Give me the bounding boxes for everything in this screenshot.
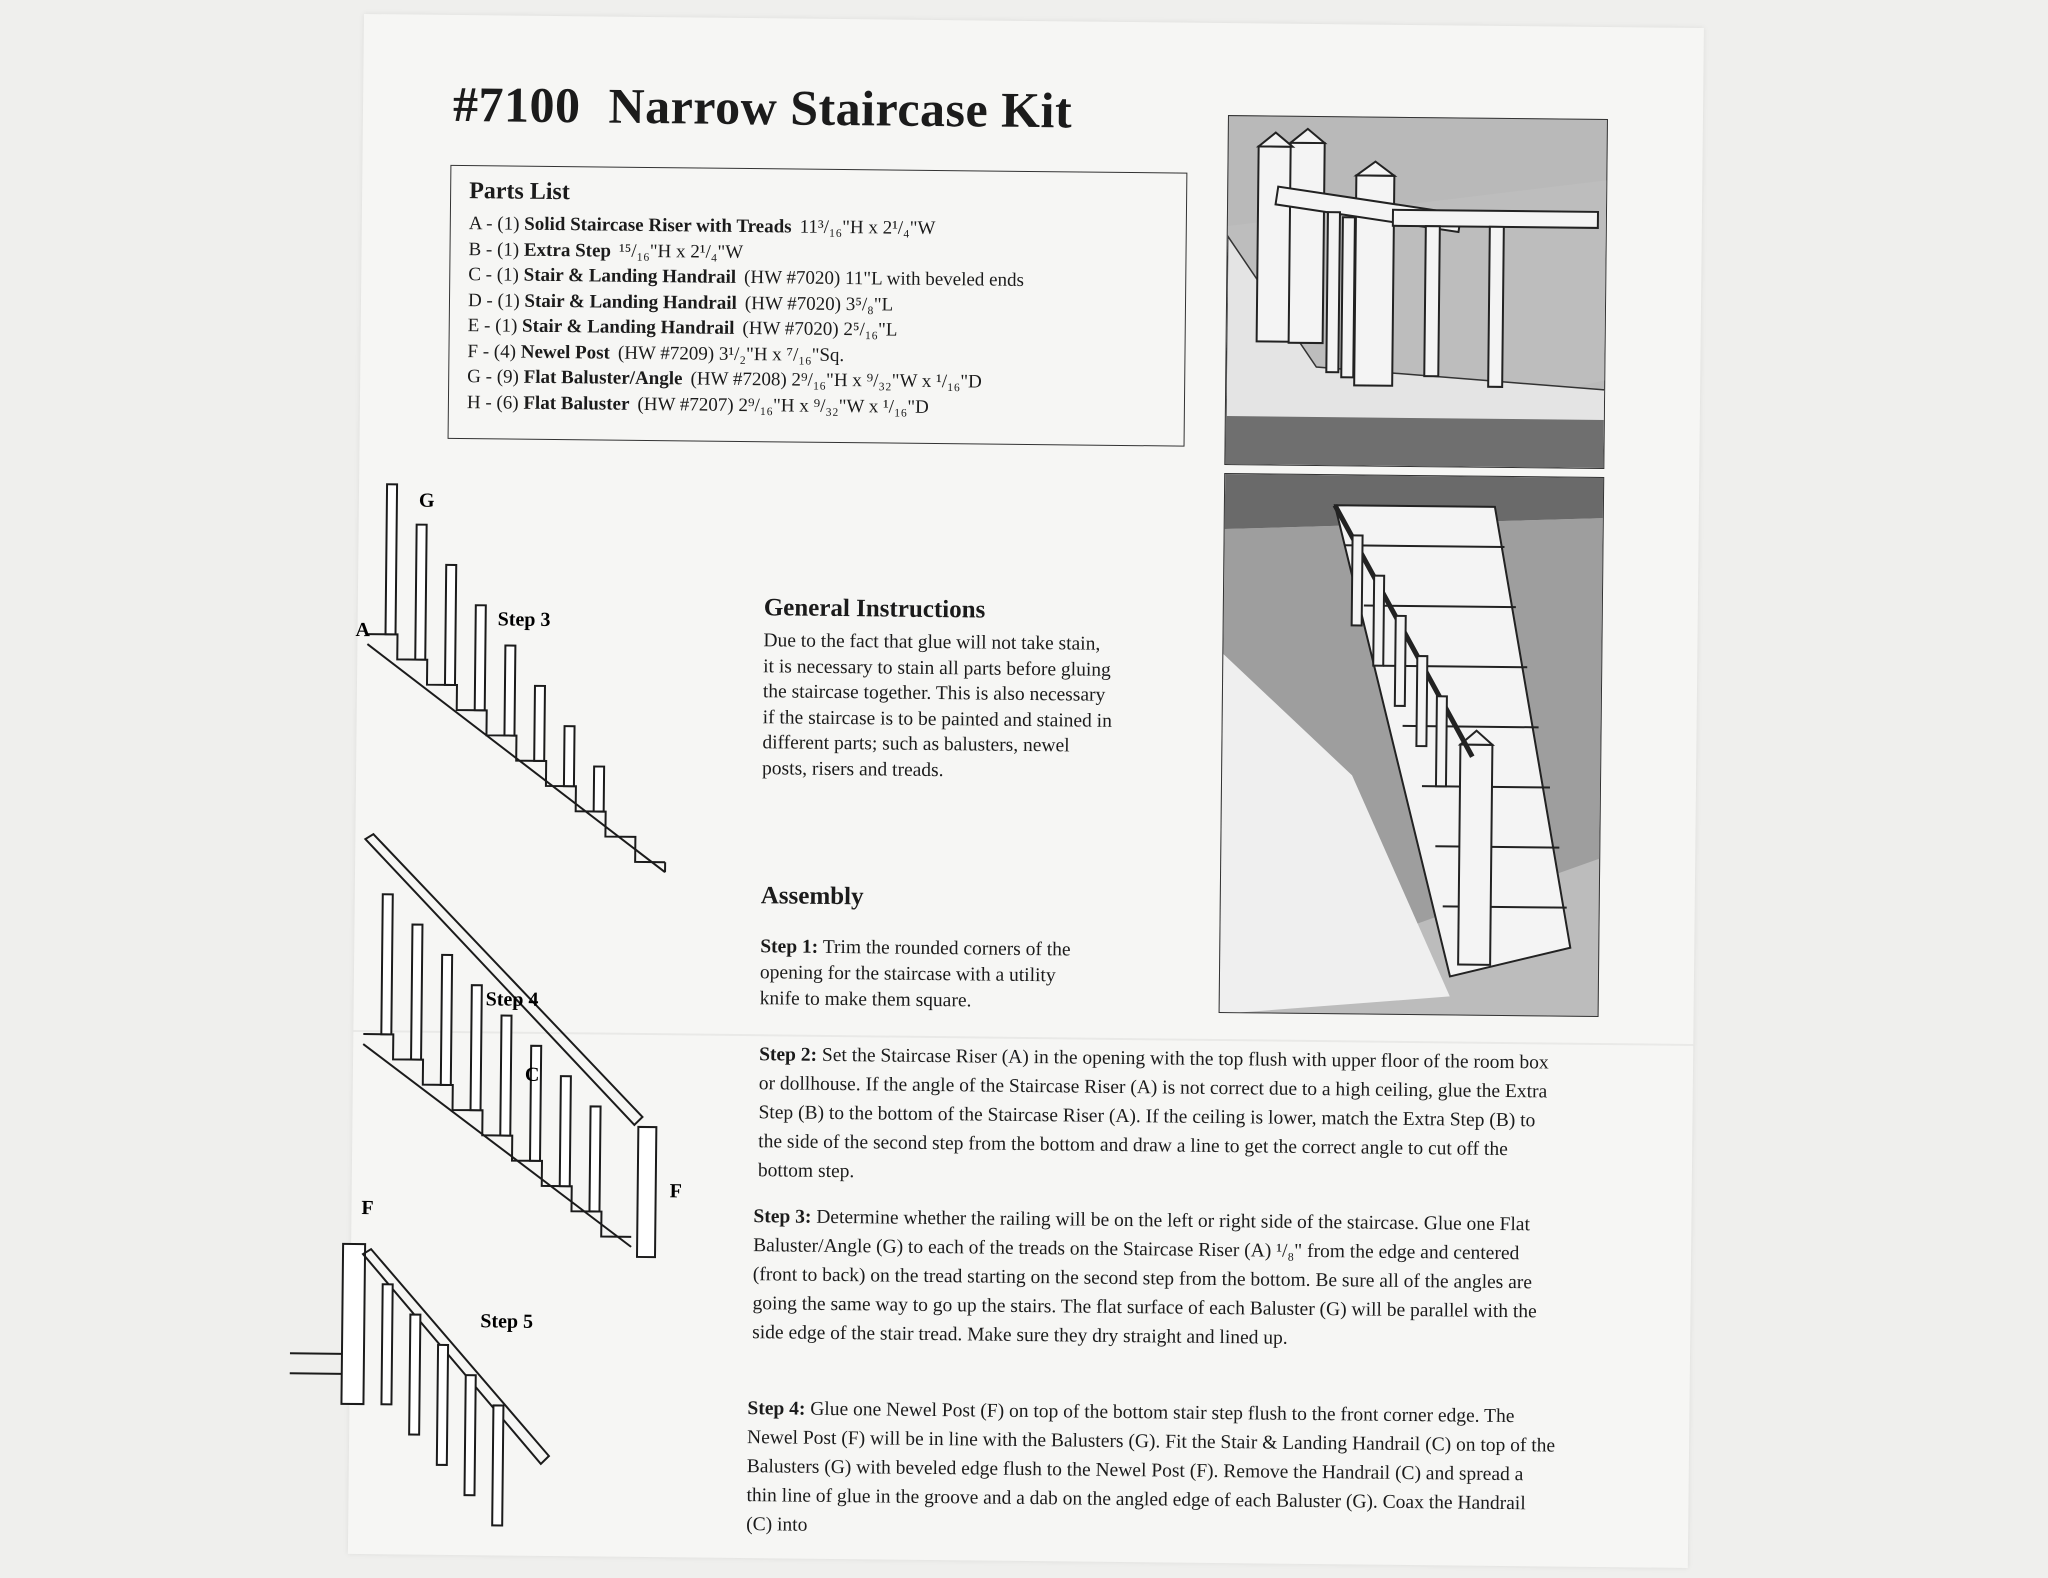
part-code: G - (9) — [467, 366, 519, 388]
assembly-step-diagrams: G A Step 3 Step 4 C F — [258, 453, 720, 1568]
step3-label: Step 3 — [498, 608, 551, 631]
label-f-left: F — [361, 1197, 373, 1219]
step-2-label: Step 2: — [759, 1044, 817, 1066]
step-3-text: Determine whether the railing will be on… — [752, 1207, 1537, 1349]
parts-list: A - (1) Solid Staircase Riser with Tread… — [467, 211, 1168, 422]
part-code: C - (1) — [468, 264, 519, 286]
part-code: A - (1) — [469, 213, 520, 235]
part-spec: (HW #7209) 3¹/₂"H x ⁷/₁₆"Sq. — [618, 342, 844, 365]
label-c: C — [525, 1064, 540, 1086]
part-name: Flat Baluster — [523, 392, 629, 414]
step-2-text: Set the Staircase Riser (A) in the openi… — [758, 1045, 1549, 1182]
parts-list-heading: Parts List — [469, 178, 1168, 212]
assembly-step-4: Step 4: Glue one Newel Post (F) on top o… — [746, 1394, 1557, 1547]
part-spec: (HW #7020) 11"L with beveled ends — [744, 267, 1024, 291]
part-code: E - (1) — [468, 315, 518, 337]
part-name: Stair & Landing Handrail — [524, 290, 737, 313]
assembly-step-3: Step 3: Determine whether the railing wi… — [752, 1202, 1559, 1355]
step-4-label: Step 4: — [747, 1398, 805, 1420]
label-g: G — [419, 490, 435, 512]
parts-list-box: Parts List A - (1) Solid Staircase Riser… — [448, 165, 1188, 447]
step-4-text: Glue one Newel Post (F) on top of the bo… — [746, 1399, 1555, 1536]
landing-railing-drawing — [1225, 116, 1608, 469]
landing-railing-illustration — [1224, 115, 1608, 469]
step-3-label: Step 3: — [753, 1206, 811, 1228]
step4-diagram — [361, 834, 659, 1257]
part-spec: (HW #7207) 2⁹/₁₆"H x ⁹/₃₂"W x ¹/₁₆"D — [637, 393, 929, 417]
part-spec: 11³/₁₆"H x 2¹/₄"W — [800, 217, 936, 239]
staircase-illustration — [1219, 473, 1605, 1017]
part-name: Newel Post — [521, 341, 610, 363]
document-title: #7100 Narrow Staircase Kit — [453, 75, 1073, 139]
assembly-heading: Assembly — [761, 882, 864, 911]
part-code: B - (1) — [468, 239, 519, 261]
part-name: Flat Baluster/Angle — [524, 367, 683, 390]
assembly-step-1: Step 1: Trim the rounded corners of the … — [760, 934, 1101, 1016]
general-instructions-heading: General Instructions — [764, 594, 986, 624]
part-name: Extra Step — [524, 239, 611, 261]
part-code: H - (6) — [467, 392, 519, 414]
kit-number: #7100 — [453, 76, 581, 133]
part-name: Solid Staircase Riser with Treads — [524, 214, 792, 238]
general-instructions-text: Due to the fact that glue will not take … — [762, 628, 1114, 785]
part-code: D - (1) — [468, 290, 520, 312]
label-f-right: F — [670, 1180, 682, 1202]
step3-diagram — [365, 484, 669, 872]
part-name: Stair & Landing Handrail — [522, 316, 735, 339]
part-spec: (HW #7020) 3⁵/₈"L — [745, 293, 894, 316]
instruction-sheet: #7100 Narrow Staircase Kit Parts List A -… — [348, 14, 1704, 1568]
kit-name: Narrow Staircase Kit — [608, 78, 1072, 139]
step5-label: Step 5 — [480, 1310, 533, 1333]
part-spec: ¹⁵/₁₆"H x 2¹/₄"W — [619, 240, 743, 262]
part-name: Stair & Landing Handrail — [524, 265, 737, 288]
part-code: F - (4) — [467, 341, 516, 363]
label-a: A — [355, 619, 370, 641]
part-spec: (HW #7020) 2⁵/₁₆"L — [742, 318, 897, 341]
step-1-label: Step 1: — [760, 936, 818, 958]
step5-diagram — [288, 1243, 551, 1526]
part-spec: (HW #7208) 2⁹/₁₆"H x ⁹/₃₂"W x ¹/₁₆"D — [690, 368, 982, 392]
step4-label: Step 4 — [486, 988, 539, 1011]
assembly-step-2: Step 2: Set the Staircase Riser (A) in t… — [758, 1040, 1559, 1193]
staircase-drawing — [1220, 474, 1605, 1017]
